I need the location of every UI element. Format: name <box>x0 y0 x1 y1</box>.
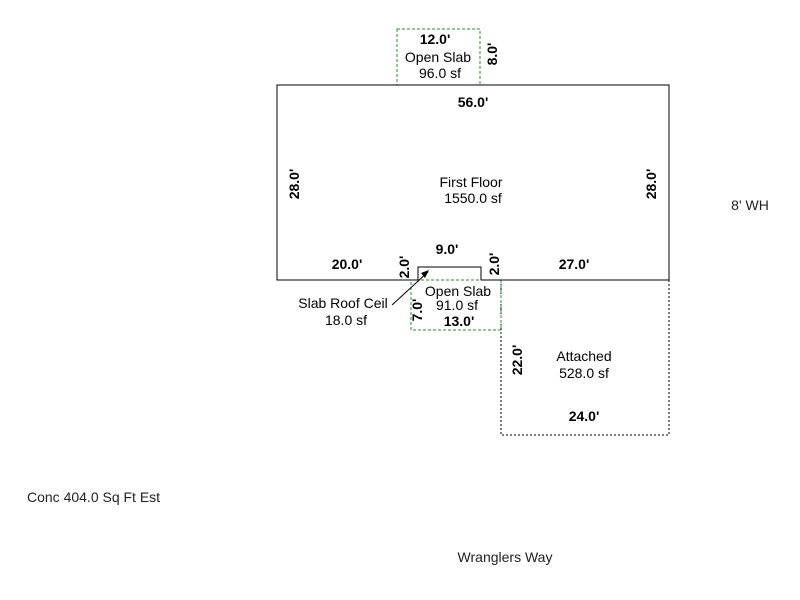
first-floor-bottom-right-dim: 27.0' <box>559 256 590 272</box>
slab-roof-ceil-name: Slab Roof Ceil <box>298 295 388 311</box>
first-floor-outline <box>276 84 670 281</box>
open-slab-bottom-area: 91.0 sf <box>436 297 478 313</box>
first-floor-left-dim: 28.0' <box>286 169 302 200</box>
attached-name: Attached <box>556 348 611 364</box>
open-slab-bottom-outline <box>410 279 502 331</box>
attached-width-label: 24.0' <box>569 408 600 424</box>
first-floor-bottom-left-dim: 20.0' <box>332 256 363 272</box>
water-heater-note: 8' WH <box>731 197 769 213</box>
open-slab-bottom-width-label: 13.0' <box>444 313 475 329</box>
attached-area: 528.0 sf <box>559 365 609 381</box>
open-slab-bottom-depth-label: 7.0' <box>409 299 425 322</box>
first-floor-top-dim: 56.0' <box>458 94 489 110</box>
open-slab-bottom-name: Open Slab <box>425 283 491 299</box>
open-slab-top-depth-label: 8.0' <box>484 43 500 66</box>
open-slab-top-name: Open Slab <box>405 49 471 65</box>
first-floor-notch-right-dim: 2.0' <box>486 253 502 276</box>
open-slab-top-area: 96.0 sf <box>419 65 461 81</box>
first-floor-right-dim: 28.0' <box>643 169 659 200</box>
first-floor-name: First Floor <box>440 174 503 190</box>
attached-depth-label: 22.0' <box>509 345 525 376</box>
slab-roof-ceil-leader-line <box>391 271 429 306</box>
slab-roof-ceil-area: 18.0 sf <box>325 312 367 328</box>
first-floor-notch-left-dim: 2.0' <box>396 256 412 279</box>
street-name: Wranglers Way <box>458 549 553 565</box>
concrete-estimate-note: Conc 404.0 Sq Ft Est <box>27 489 160 505</box>
open-slab-top-width-label: 12.0' <box>420 31 451 47</box>
first-floor-area: 1550.0 sf <box>444 190 502 206</box>
first-floor-notch-width-dim: 9.0' <box>436 241 459 257</box>
slab-roof-ceil-arrow-icon <box>421 270 429 278</box>
attached-outline <box>500 280 670 436</box>
